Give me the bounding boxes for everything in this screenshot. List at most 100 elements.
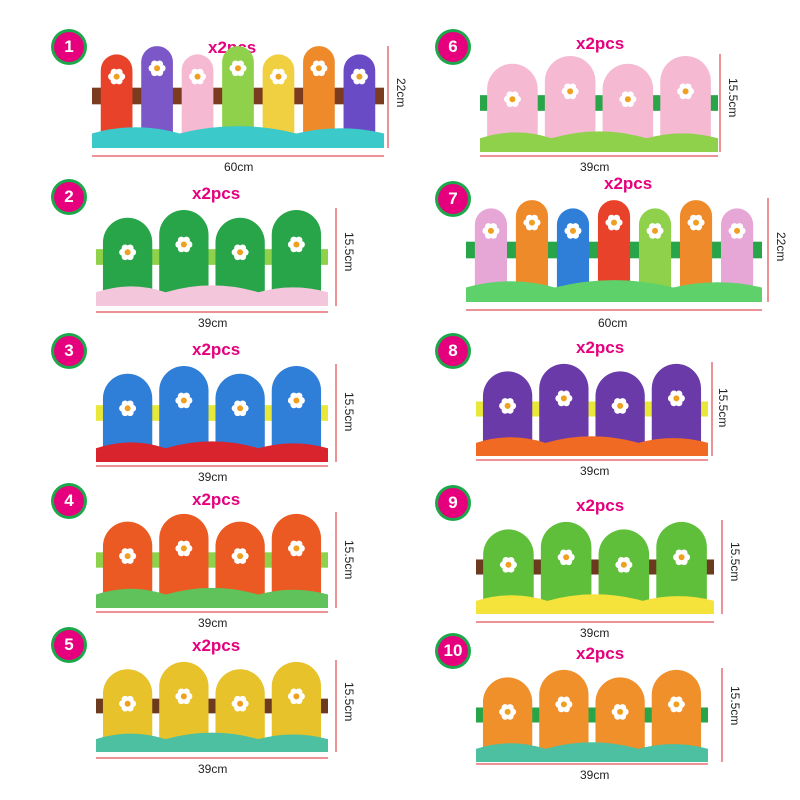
product-number-badge: 4 [54,486,84,516]
fence-rail [96,552,328,568]
fence-plank [651,363,702,449]
flower-center [528,219,535,226]
flower-center [154,65,161,72]
flower-center [567,88,574,95]
fence-ground [96,732,328,752]
width-dimension: 39cm [198,762,228,776]
product-number-badge: 3 [54,336,84,366]
flower-center [124,405,131,412]
fence-plank [100,54,133,140]
flower-center [124,249,131,256]
fence-plank [515,200,549,294]
fence-plank [539,669,589,755]
height-dimension: 22cm [394,78,408,108]
fence-plank [159,513,209,601]
fence-illustration [92,46,384,148]
width-dimension: 60cm [224,160,254,174]
fence-plank [271,365,322,455]
product-number-badge: 7 [438,184,468,214]
height-dimension: 15.5cm [342,232,356,272]
flower-center [180,241,187,248]
flower-center [569,227,576,234]
fence-plank [660,55,711,145]
fence-ground [480,131,718,152]
product-number-badge: 8 [438,336,468,366]
fence-plank [222,46,254,140]
fence-ground [96,587,328,608]
flower-center [194,73,201,80]
product-number-badge: 5 [54,630,84,660]
fence-plank [540,521,592,607]
fence-illustration [466,200,762,302]
flower-center [237,249,244,256]
quantity-label: x2pcs [576,34,625,53]
flower-center [560,701,567,708]
width-dimension: 39cm [580,768,610,782]
fence-illustration [476,363,708,456]
flower-center [682,88,689,95]
width-dimension: 39cm [580,626,610,640]
fence-ground [476,594,714,614]
fence-illustration [96,209,328,306]
flower-center [693,219,700,226]
fence-plank [141,46,173,140]
flower-center [293,397,300,404]
flower-center [617,708,624,715]
product-number-badge: 6 [438,32,468,62]
flower-center [504,708,511,715]
fence-plank [181,54,214,140]
fence-plank [720,208,754,294]
fence-ground [96,285,328,306]
fence-plank [271,209,322,299]
fence-illustration [476,669,708,762]
fence-plank [343,54,376,140]
product-number-badge: 1 [54,32,84,62]
fence-plank [159,209,209,299]
width-dimension: 39cm [580,464,610,478]
flower-center [180,693,187,700]
fence-rail [480,95,718,111]
fence-plank [271,661,322,745]
fence-plank [159,661,209,745]
fence-plank [539,363,589,449]
flower-center [620,561,627,568]
flower-center [487,227,494,234]
fence-plank [271,513,322,601]
height-dimension: 15.5cm [342,540,356,580]
fence-rail [476,707,708,723]
product-number-badge: 10 [438,636,468,666]
height-dimension: 15.5cm [726,78,740,118]
fence-rail [96,405,328,421]
quantity-label: x2pcs [576,338,625,357]
height-dimension: 15.5cm [728,542,742,582]
fence-ground [92,126,384,148]
flower-center [673,395,680,402]
fence-plank [651,669,702,755]
fence-ground [476,436,708,456]
fence-plank [159,365,209,455]
fence-rail [476,559,714,575]
fence-plank [556,208,590,294]
width-dimension: 39cm [580,160,610,174]
fence-rail [476,401,708,417]
width-dimension: 39cm [198,316,228,330]
fence-illustration [96,365,328,462]
fence-illustration [476,521,714,614]
quantity-label: x2pcs [604,174,653,193]
quantity-label: x2pcs [576,644,625,663]
flower-center [560,395,567,402]
flower-center [652,227,659,234]
width-dimension: 39cm [198,470,228,484]
flower-center [624,96,631,103]
height-dimension: 15.5cm [716,388,730,428]
fence-plank [474,208,508,294]
fence-plank [597,200,631,294]
product-number-badge: 9 [438,488,468,518]
flower-center [611,219,617,226]
flower-center [356,73,363,80]
fence-ground [96,441,328,462]
quantity-label: x2pcs [192,636,241,655]
quantity-label: x2pcs [192,490,241,509]
flower-center [673,701,680,708]
fence-plank [262,54,295,140]
